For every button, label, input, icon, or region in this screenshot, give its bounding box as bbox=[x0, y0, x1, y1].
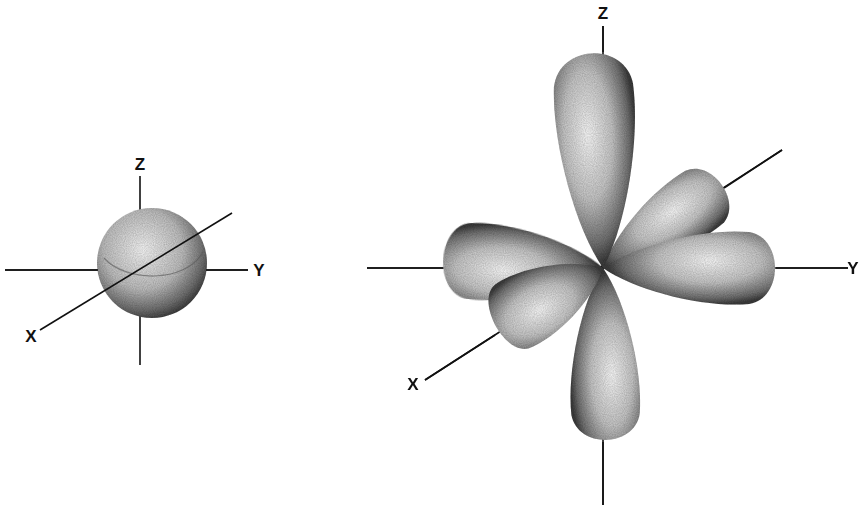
y-axis bbox=[367, 267, 443, 269]
y-axis bbox=[206, 269, 248, 271]
y-axis bbox=[776, 267, 848, 269]
z-axis bbox=[602, 442, 604, 505]
sphere-equator bbox=[104, 252, 203, 276]
axis-label: Y bbox=[847, 260, 858, 277]
y-axis bbox=[5, 269, 98, 271]
lobe bbox=[603, 231, 775, 304]
s-orbital bbox=[5, 176, 248, 365]
lobe bbox=[552, 51, 644, 270]
lobe bbox=[478, 236, 620, 358]
sphere bbox=[97, 208, 207, 318]
axis-label: Z bbox=[598, 5, 608, 22]
z-axis bbox=[602, 26, 604, 52]
x-axis bbox=[724, 150, 782, 188]
d-orbital bbox=[367, 26, 848, 505]
x-axis bbox=[40, 213, 232, 330]
axis-label: Z bbox=[135, 156, 145, 173]
axis-label: Y bbox=[253, 262, 264, 279]
x-axis bbox=[425, 335, 495, 380]
axis-label: X bbox=[407, 376, 418, 393]
axis-label: X bbox=[25, 328, 36, 345]
